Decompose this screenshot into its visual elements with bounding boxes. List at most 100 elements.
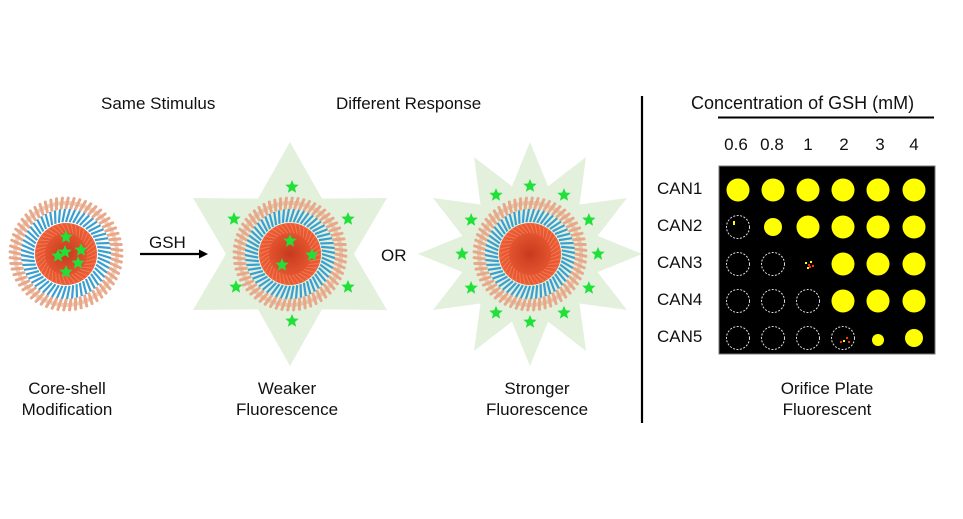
fluorophore-star-icon	[582, 213, 596, 226]
fluorescent-spot	[796, 215, 820, 239]
fluorophore-star-icon	[341, 212, 355, 225]
fluorophore-star-icon	[489, 188, 503, 201]
heading-same-stimulus: Same Stimulus	[101, 94, 216, 113]
speckle-signal	[848, 341, 850, 343]
column-label: 4	[909, 135, 919, 154]
fluorophore-star-icon	[58, 245, 72, 258]
fluorescent-spot	[831, 215, 855, 239]
row-label: CAN5	[657, 327, 703, 346]
fluorophore-star-icon	[341, 280, 355, 293]
empty-well-ring	[761, 252, 785, 276]
speckle-signal	[840, 341, 842, 343]
fluorophore-star-icon	[275, 258, 289, 271]
core-shell-micelle-loaded	[8, 196, 124, 312]
fluorophore-star-icon	[59, 230, 73, 243]
fluorescent-spot	[905, 329, 923, 347]
empty-well-ring	[761, 326, 785, 350]
column-label: 1	[803, 135, 813, 154]
fluorophore-star-icon	[464, 213, 478, 226]
column-label: 2	[839, 135, 849, 154]
micelle-stronger-release	[472, 196, 588, 312]
caption-line: Fluorescence	[235, 400, 339, 419]
fluorescent-spot	[831, 178, 855, 202]
fluorescent-spot	[866, 178, 890, 202]
fluorescent-spot	[866, 252, 890, 276]
fluorophore-star-icon	[557, 305, 571, 319]
row-label: CAN1	[657, 179, 703, 198]
or-label: OR	[381, 246, 407, 265]
arrow-label-gsh: GSH	[149, 233, 186, 252]
fluorescent-spot	[831, 252, 855, 276]
fluorophore-star-icon	[489, 305, 503, 319]
fluorescent-spot	[796, 178, 820, 202]
heading-gsh-concentration: Concentration of GSH (mM)	[691, 93, 915, 113]
fluorophore-star-icon	[591, 247, 605, 260]
fluorophore-star-icon	[229, 280, 243, 293]
speckle-signal	[843, 340, 845, 342]
micelle-weaker-release	[232, 196, 348, 312]
trace-signal	[733, 221, 735, 225]
caption-stronger: Stronger Fluorescence	[482, 378, 592, 420]
column-label: 0.6	[724, 135, 748, 154]
fluorophore-star-icon	[283, 234, 297, 247]
fluorophore-star-icon	[71, 256, 85, 269]
empty-well-ring	[761, 289, 785, 313]
speckle-signal	[805, 262, 807, 264]
speckle-signal	[808, 264, 810, 266]
fluorescent-spot	[764, 218, 782, 236]
fluorophore-star-icon	[285, 314, 299, 327]
fluorescent-spot	[872, 334, 884, 346]
fluorescent-spot	[866, 289, 890, 313]
caption-core-shell: Core-shell Modification	[12, 378, 122, 420]
row-label: CAN3	[657, 253, 703, 272]
fluorophore-star-icon	[582, 281, 596, 294]
fluorophore-stars	[51, 179, 605, 328]
speckle-signal	[810, 261, 812, 263]
caption-line: Core-shell	[28, 379, 106, 398]
fluorophore-star-icon	[523, 179, 537, 192]
caption-weaker: Weaker Fluorescence	[232, 378, 342, 420]
arrowhead-icon	[199, 249, 208, 259]
empty-well-ring	[726, 252, 750, 276]
fluorophore-star-icon	[59, 265, 73, 278]
empty-well-ring	[726, 289, 750, 313]
caption-line: Orifice Plate	[780, 379, 874, 398]
row-label: CAN2	[657, 216, 703, 235]
empty-well-ring	[726, 326, 750, 350]
column-label: 0.8	[760, 135, 784, 154]
fluorophore-star-icon	[51, 249, 65, 262]
fluorescent-spot	[761, 178, 785, 202]
fluorescent-spot	[726, 178, 750, 202]
fluorescent-spot	[831, 289, 855, 313]
row-label: CAN4	[657, 290, 703, 309]
fluorescent-spot	[902, 289, 926, 313]
speckle-signal	[812, 265, 814, 267]
orifice-plate	[718, 165, 936, 355]
caption-line: Modification	[21, 400, 113, 419]
column-label: 3	[875, 135, 885, 154]
speckle-signal	[846, 337, 848, 339]
fluorophore-star-icon	[557, 188, 571, 201]
fluorescent-spot	[866, 215, 890, 239]
speckle-signal	[807, 267, 809, 269]
fluorophore-star-icon	[74, 243, 88, 256]
fluorophore-star-icon	[285, 180, 299, 193]
empty-well-ring	[796, 289, 820, 313]
empty-well-ring	[831, 326, 855, 350]
empty-well-ring	[796, 326, 820, 350]
heading-different-response: Different Response	[336, 94, 482, 113]
empty-well-ring	[726, 215, 750, 239]
caption-line: Fluorescence	[485, 400, 589, 419]
fluorophore-star-icon	[305, 248, 319, 261]
fluorophore-star-icon	[227, 212, 241, 225]
caption-line: Weaker	[257, 379, 317, 398]
caption-line: Stronger	[504, 379, 570, 398]
fluorophore-star-icon	[464, 281, 478, 294]
speckle-signal	[809, 266, 811, 268]
fluorescent-spot	[902, 252, 926, 276]
fluorescent-spot	[902, 215, 926, 239]
fluorescent-spot	[902, 178, 926, 202]
fluorophore-star-icon	[523, 315, 537, 328]
plate-wells	[726, 178, 926, 350]
